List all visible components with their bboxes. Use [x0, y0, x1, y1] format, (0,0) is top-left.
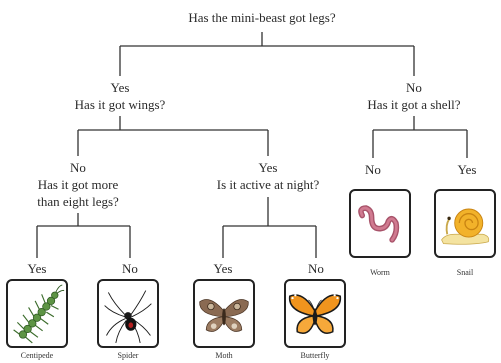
snail-card: [434, 189, 496, 258]
shell-question: Has it got a shell?: [367, 97, 461, 112]
butterfly-label: Butterfly: [300, 351, 330, 360]
moth-card: [193, 279, 255, 348]
wings-yes-answer: Yes: [258, 160, 278, 175]
centipede-label: Centipede: [20, 351, 54, 360]
worm-icon: [358, 205, 400, 243]
centipede-icon: [13, 284, 65, 344]
legs-no-answer: No: [406, 80, 422, 95]
snail-icon: [441, 208, 490, 245]
spider-label: Spider: [117, 351, 139, 360]
spider-card: [97, 279, 159, 348]
night-question: Is it active at night?: [216, 177, 320, 192]
worm-label: Worm: [370, 268, 390, 277]
shell-no-answer: No: [365, 162, 381, 177]
centipede-card: [6, 279, 68, 348]
moth-label: Moth: [215, 351, 233, 360]
night-yes-answer: Yes: [213, 261, 233, 276]
spider-icon: [104, 290, 152, 344]
eight-legs-question-line2: than eight legs?: [37, 194, 119, 209]
root-question: Has the mini-beast got legs?: [188, 10, 336, 25]
butterfly-icon: [288, 294, 342, 335]
worm-card: [349, 189, 411, 258]
wings-question: Has it got wings?: [74, 97, 166, 112]
moth-icon: [199, 299, 249, 332]
wings-no-answer: No: [70, 160, 86, 175]
legs-yes-answer: Yes: [110, 80, 130, 95]
shell-yes-answer: Yes: [457, 162, 477, 177]
snail-label: Snail: [456, 268, 474, 277]
eight-yes-answer: Yes: [27, 261, 47, 276]
eight-no-answer: No: [122, 261, 138, 276]
butterfly-card: [284, 279, 346, 348]
eight-legs-question-line1: Has it got more: [37, 177, 119, 192]
night-no-answer: No: [308, 261, 324, 276]
